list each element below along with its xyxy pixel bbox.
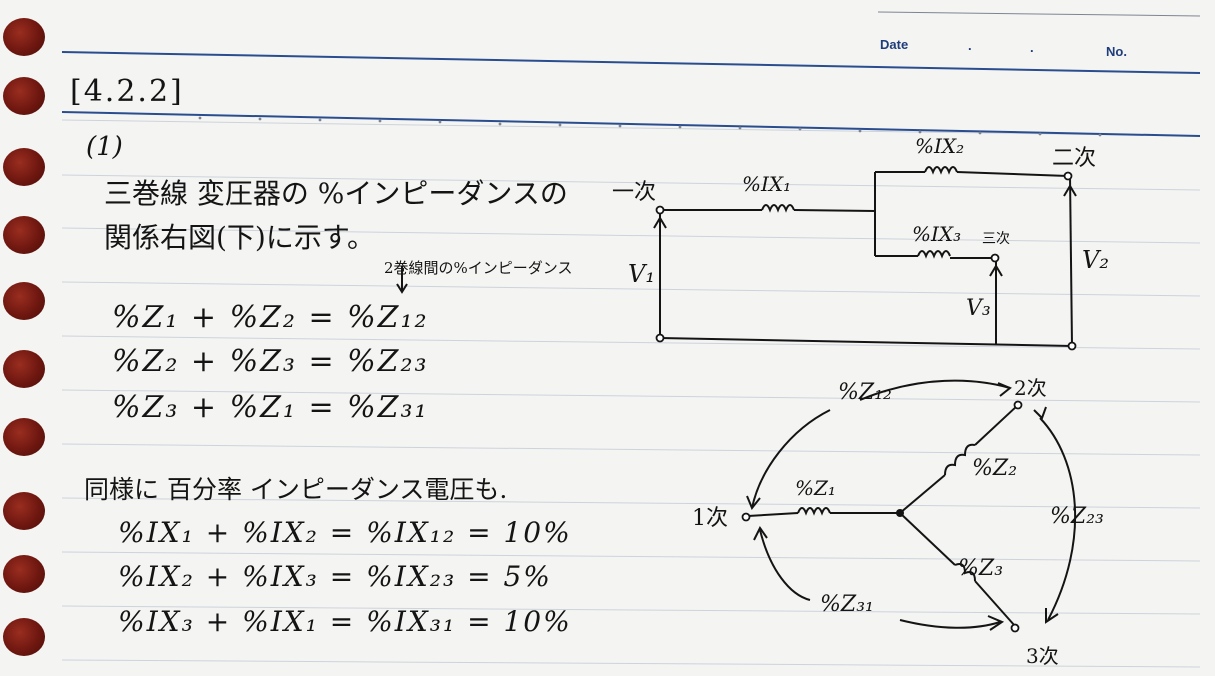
binder-hole	[3, 418, 45, 456]
star-center-node	[896, 509, 904, 517]
star-z1-label: %Z₁	[795, 476, 836, 500]
circuit-v1-label: V₁	[628, 260, 655, 288]
equation-z12: %Z₁ + %Z₂ = %Z₁₂	[112, 300, 429, 335]
circuit-v2-label: V₂	[1082, 246, 1109, 274]
circuit-tertiary-label: 三次	[982, 231, 1010, 247]
circuit-v3-label: V₃	[966, 296, 991, 321]
equation-ix12: %IX₁ + %IX₂ = %IX₁₂ = 10%	[118, 516, 572, 549]
section-number: [4.2.2]	[70, 74, 184, 109]
intro-line-1: 三巻線 変圧器の %インピーダンスの	[104, 177, 568, 210]
binder-hole	[3, 18, 45, 56]
circuit-diagram	[396, 166, 1077, 347]
binder-hole	[3, 216, 45, 254]
binder-hole	[3, 350, 45, 388]
circuit-secondary-label: 二次	[1052, 146, 1097, 171]
star-primary-label: 1次	[692, 506, 728, 531]
binder-hole	[3, 77, 45, 115]
star-tertiary-label: 3次	[1026, 644, 1059, 668]
date-separator: .	[1030, 40, 1034, 55]
star-z12-label: %Z₁₂	[838, 380, 892, 405]
binder-hole	[3, 555, 45, 593]
star-diagram	[746, 379, 1077, 631]
binder-hole	[3, 282, 45, 320]
date-separator: .	[968, 38, 972, 53]
item-number: (1)	[86, 132, 123, 162]
annotation-two-winding: 2巻線間の%インピーダンス	[384, 259, 573, 277]
star-z3-label: %Z₃	[958, 556, 1004, 581]
binder-hole	[3, 148, 45, 186]
date-label: Date	[880, 37, 909, 52]
equation-z23: %Z₂ + %Z₃ = %Z₂₃	[112, 344, 429, 379]
star-secondary-label: 2次	[1014, 376, 1047, 400]
number-label: No.	[1106, 44, 1127, 59]
equation-ix23: %IX₂ + %IX₃ = %IX₂₃ = 5%	[118, 560, 552, 593]
similarly-text: 同様に 百分率 インピーダンス電圧も.	[84, 475, 508, 504]
binder-hole	[3, 492, 45, 530]
star-z31-label: %Z₃₁	[820, 592, 874, 617]
circuit-ix2-label: %IX₂	[915, 134, 965, 158]
circuit-ix1-label: %IX₁	[742, 172, 792, 196]
equation-z31: %Z₃ + %Z₁ = %Z₃₁	[112, 390, 429, 425]
binder-hole	[3, 618, 45, 656]
intro-line-2: 関係右図(下)に示す。	[104, 221, 376, 254]
star-z23-label: %Z₂₃	[1050, 504, 1104, 529]
equation-ix31: %IX₃ + %IX₁ = %IX₃₁ = 10%	[118, 605, 572, 638]
star-z2-label: %Z₂	[972, 456, 1018, 481]
circuit-primary-label: 一次	[612, 180, 657, 205]
circuit-ix3-label: %IX₃	[912, 222, 962, 246]
